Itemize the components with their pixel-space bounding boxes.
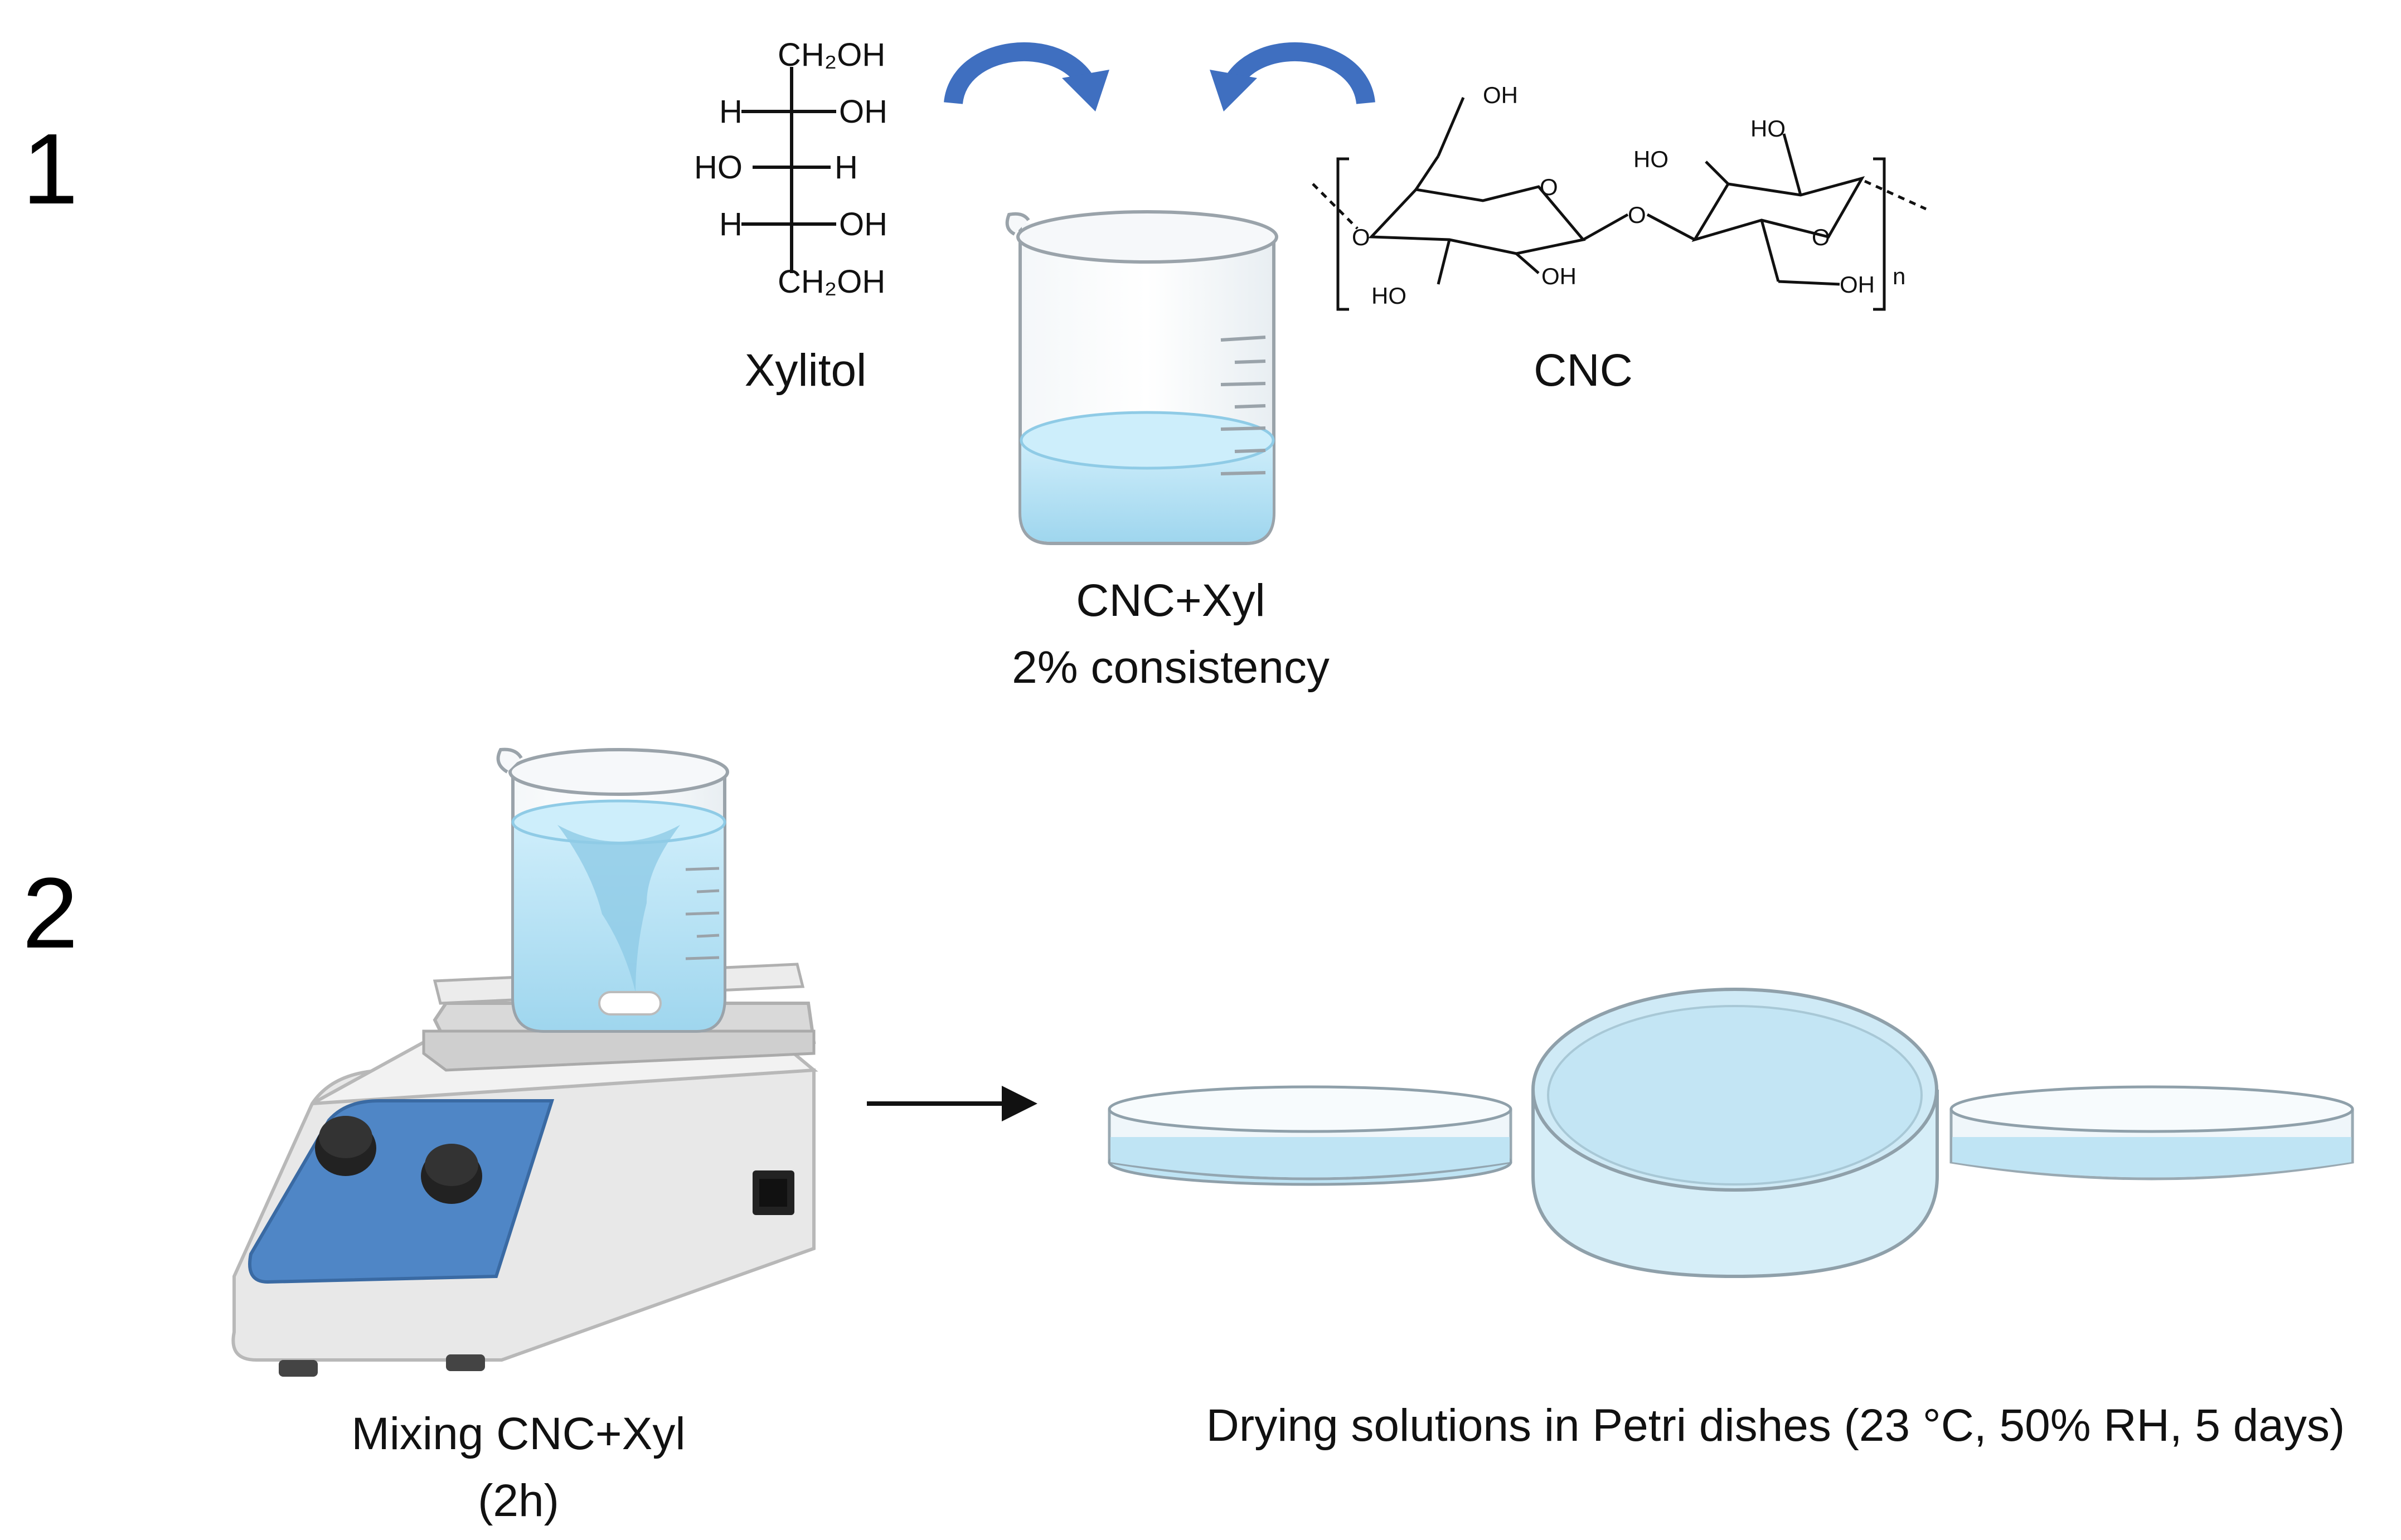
cnc-repeat-n: n <box>1893 263 1905 289</box>
xylitol-row2-left: HO <box>694 149 743 186</box>
cnc-oh-top: OH <box>1483 82 1518 108</box>
xylitol-top-group: CH₂OH <box>778 37 885 73</box>
step-number-1: 1 <box>22 113 78 225</box>
cnc-oh-bottom-ring1: OH <box>1541 263 1577 289</box>
xylitol-row3-left: H <box>719 206 743 242</box>
stirrer-label-line1: Mixing CNC+Xyl <box>351 1408 685 1459</box>
petri-dish-right-icon <box>1949 1085 2354 1180</box>
cnc-ring-o3: O <box>1628 202 1646 228</box>
cnc-ho-top-ring2: HO <box>1750 115 1786 142</box>
petri-dish-center-icon <box>1531 988 1939 1279</box>
cnc-ring-o1: O <box>1352 224 1370 250</box>
petri-caption: Drying solutions in Petri dishes (23 °C,… <box>1206 1400 2345 1451</box>
cnc-structure <box>1312 97 1927 311</box>
xylitol-row2-right: H <box>835 149 858 186</box>
cnc-ring-o4: O <box>1812 224 1830 250</box>
cnc-ho-left-ring2: HO <box>1633 146 1668 172</box>
magnetic-stirrer-icon <box>231 747 818 1377</box>
xylitol-row3-right: OH <box>839 206 887 242</box>
beaker-mix-line1: CNC+Xyl <box>1076 575 1265 626</box>
xylitol-row1-left: H <box>719 94 743 130</box>
curved-arrow-right-icon <box>944 42 1109 111</box>
cnc-ho-bottom-ring1: HO <box>1371 283 1406 309</box>
beaker-mix-line2: 2% consistency <box>1012 642 1330 693</box>
cnc-label: CNC <box>1534 345 1633 396</box>
xylitol-bottom-group: CH₂OH <box>778 264 885 300</box>
petri-dish-left-icon <box>1108 1085 1512 1186</box>
xylitol-row1-right: OH <box>839 94 887 130</box>
xylitol-structure: CH₂OH H OH HO H H OH CH₂OH <box>694 37 887 300</box>
step-number-2: 2 <box>22 857 78 969</box>
cnc-oh-bottom-ring2: OH <box>1840 271 1875 298</box>
cnc-ring-o2: O <box>1540 174 1558 200</box>
stirrer-label-line2: (2h) <box>478 1475 559 1526</box>
xylitol-label: Xylitol <box>745 345 867 396</box>
curved-arrow-left-icon <box>1210 42 1375 111</box>
beaker-icon <box>1005 210 1278 545</box>
